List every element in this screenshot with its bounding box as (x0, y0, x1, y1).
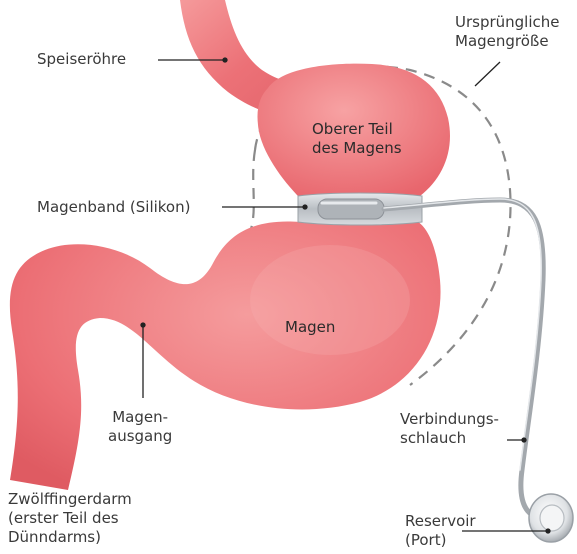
label-reservoir: Reservoir (Port) (405, 512, 476, 550)
label-reservoir-line1: Reservoir (405, 512, 476, 531)
label-connecting-tube-line2: schlauch (400, 429, 499, 448)
leader-reservoir-dot (546, 529, 550, 533)
label-stomach-text: Magen (285, 318, 335, 337)
label-stomach: Magen (285, 318, 335, 337)
label-connecting-tube: Verbindungs- schlauch (400, 410, 499, 448)
label-duodenum-line3: Dünndarms) (8, 528, 132, 547)
label-original-size: Ursprüngliche Magengröße (455, 13, 560, 51)
stomach-highlight (250, 245, 410, 355)
label-esophagus-text: Speiseröhre (37, 50, 126, 69)
label-original-size-line2: Magengröße (455, 32, 560, 51)
label-connecting-tube-line1: Verbindungs- (400, 410, 499, 429)
label-upper-stomach: Oberer Teil des Magens (312, 120, 402, 158)
leader-tube-dot (522, 438, 526, 442)
reservoir-port-septum (540, 505, 564, 531)
label-stomach-outlet-line1: Magen- (108, 408, 172, 427)
label-duodenum-line1: Zwölffingerdarm (8, 490, 132, 509)
label-upper-stomach-line2: des Magens (312, 139, 402, 158)
leader-original-size (475, 62, 500, 86)
label-duodenum: Zwölffingerdarm (erster Teil des Dünndar… (8, 490, 132, 547)
leader-band-dot (303, 205, 307, 209)
label-upper-stomach-line1: Oberer Teil (312, 120, 402, 139)
leader-esophagus-dot (223, 58, 227, 62)
label-esophagus: Speiseröhre (37, 50, 126, 69)
label-reservoir-line2: (Port) (405, 531, 476, 550)
label-stomach-outlet: Magen- ausgang (108, 408, 172, 446)
label-duodenum-line2: (erster Teil des (8, 509, 132, 528)
label-original-size-line1: Ursprüngliche (455, 13, 560, 32)
label-gastric-band-text: Magenband (Silikon) (37, 198, 190, 217)
leader-outlet-dot (141, 323, 145, 327)
label-gastric-band: Magenband (Silikon) (37, 198, 190, 217)
label-stomach-outlet-line2: ausgang (108, 427, 172, 446)
